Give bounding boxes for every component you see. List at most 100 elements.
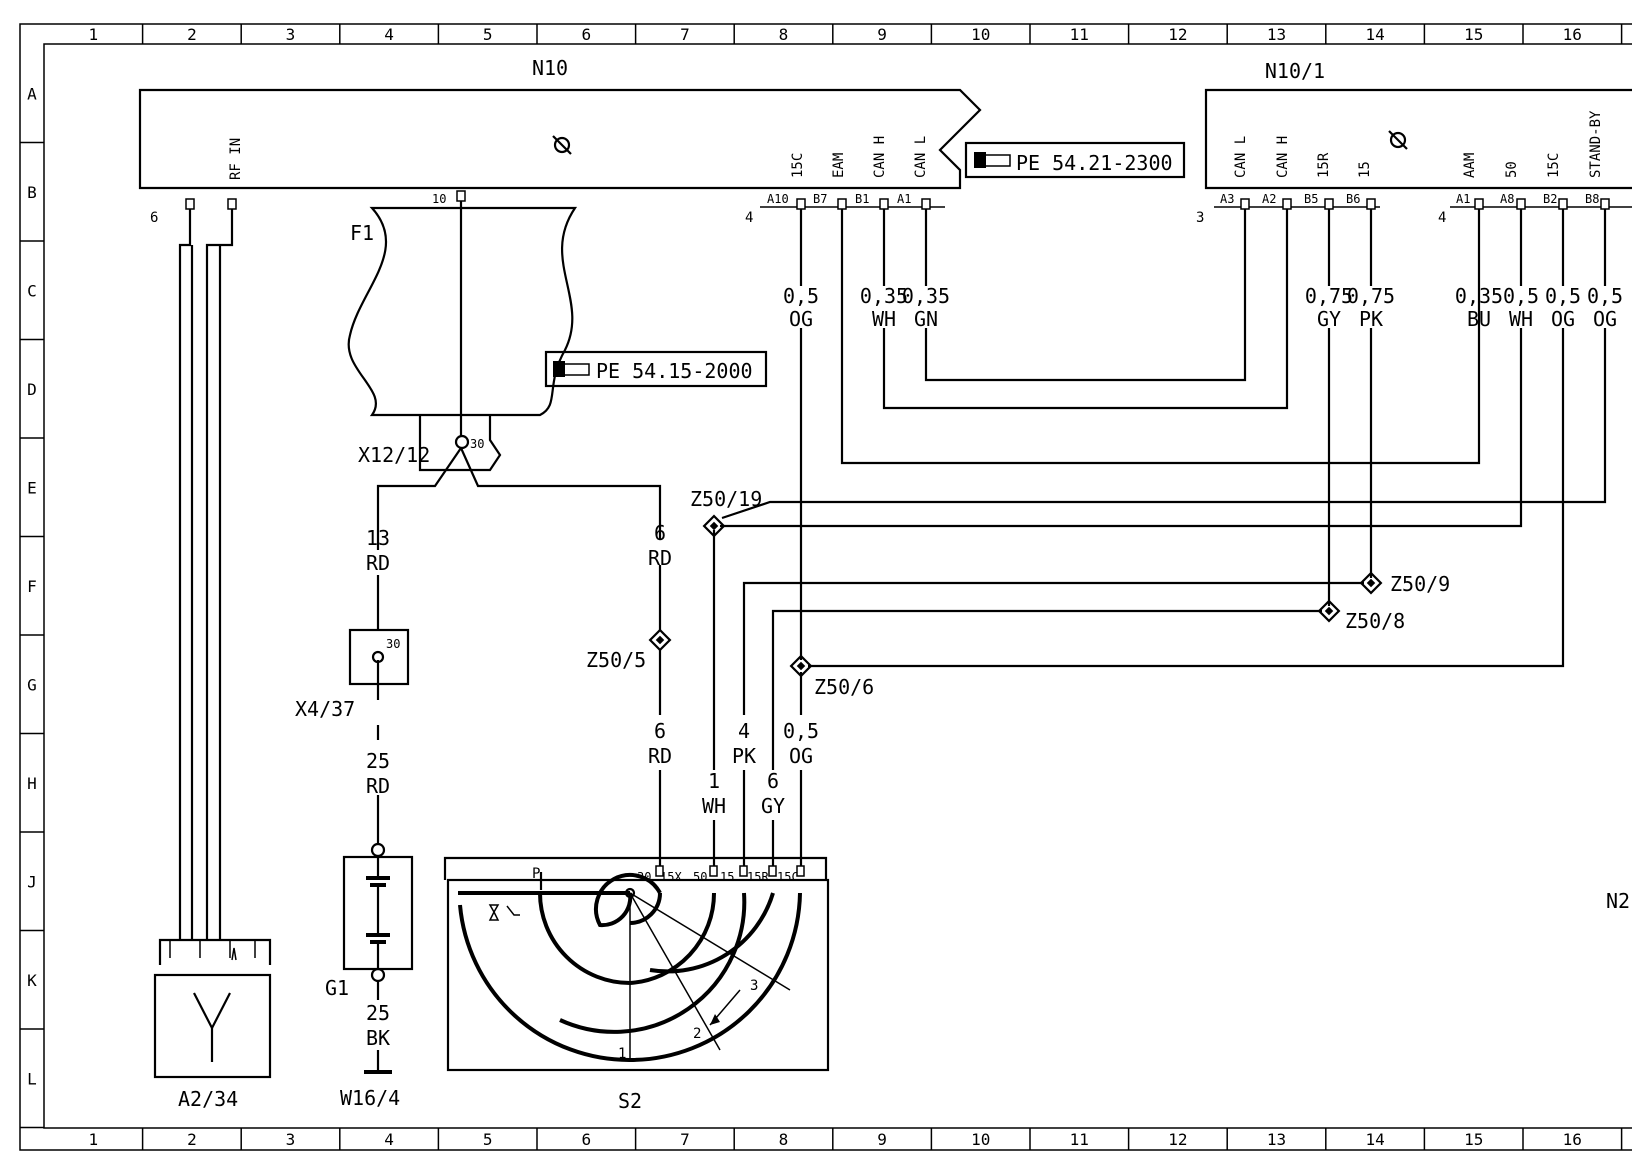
a2-34-label: A2/34 — [178, 1087, 238, 1111]
grid-col-label: 1 — [88, 1130, 98, 1149]
reference-pe-54-21: PE 54.21-2300 — [964, 141, 1186, 179]
svg-text:RD: RD — [648, 546, 672, 570]
svg-text:0,5: 0,5 — [1503, 284, 1539, 308]
svg-text:25: 25 — [366, 1001, 390, 1025]
n10-1-pin-15-label: 15 — [1357, 161, 1373, 178]
svg-text:OG: OG — [1593, 307, 1617, 331]
n10-1-pin-15c-label: 15C — [1546, 153, 1562, 178]
grid-row-label: A — [27, 84, 37, 103]
grid-col-label: 6 — [581, 25, 591, 44]
grid-col-label: 13 — [1267, 1130, 1286, 1149]
svg-text:2: 2 — [693, 1026, 701, 1042]
n10-pin-15c-label: 15C — [790, 153, 806, 178]
svg-text:0,5: 0,5 — [783, 284, 819, 308]
g1-battery: G1 — [325, 842, 414, 1000]
svg-text:PK: PK — [1359, 307, 1383, 331]
grid-col-label: 7 — [680, 1130, 690, 1149]
n10-pin-b7: B7 — [813, 192, 827, 206]
svg-text:WH: WH — [1509, 307, 1533, 331]
grid-col-label: 15 — [1464, 25, 1483, 44]
svg-text:0,35: 0,35 — [860, 284, 908, 308]
n10-pin-10: 10 — [432, 192, 446, 206]
n10-pin-a1: A1 — [897, 192, 911, 206]
grid-col-label: 13 — [1267, 25, 1286, 44]
svg-text:GY: GY — [761, 794, 785, 818]
x4-37-terminal-30: 30 — [386, 637, 400, 651]
n10-label: N10 — [532, 56, 568, 80]
w16-4-ground: W16/4 — [340, 1050, 400, 1110]
f1-fuse-box: F1 — [347, 206, 578, 417]
svg-text:6: 6 — [654, 719, 666, 743]
n10-pin-b1: B1 — [855, 192, 869, 206]
z50-5-label: Z50/5 — [586, 648, 646, 672]
n10-1-pin-canh-label: CAN H — [1275, 136, 1291, 178]
z50-6-label: Z50/6 — [814, 675, 874, 699]
grid-col-label: 4 — [384, 25, 394, 44]
n10-pin-canh-label: CAN H — [872, 136, 888, 178]
svg-text:BK: BK — [366, 1026, 390, 1050]
z50-9-label: Z50/9 — [1390, 572, 1450, 596]
svg-text:3: 3 — [750, 978, 758, 994]
svg-text:4: 4 — [738, 719, 750, 743]
n10-pin-rf-in-label: RF IN — [228, 138, 244, 180]
svg-text:0,5: 0,5 — [783, 719, 819, 743]
svg-text:0,35: 0,35 — [1455, 284, 1503, 308]
pin-stubs — [185, 190, 1610, 210]
n10-connector-4: 4 — [745, 210, 753, 226]
n10-1-pin-50-label: 50 — [1504, 161, 1520, 178]
svg-text:1: 1 — [708, 769, 720, 793]
grid-col-label: 10 — [971, 25, 990, 44]
grid-col-label: 8 — [779, 1130, 789, 1149]
grid-col-label: 1 — [88, 25, 98, 44]
grid-col-label: 9 — [877, 25, 887, 44]
splices: Z50/19 Z50/9 Z50/8 Z50/5 Z50/6 — [586, 487, 1450, 699]
svg-text:GY: GY — [1317, 307, 1341, 331]
svg-text:RD: RD — [366, 551, 390, 575]
s2-ignition-switch: P 30 15X 50 15 15R 15C 1 2 3 — [443, 856, 830, 1113]
grid-row-label: B — [27, 183, 37, 202]
ground-symbol-n10-1 — [1388, 130, 1408, 150]
s2-label: S2 — [618, 1089, 642, 1113]
grid-col-label: 14 — [1365, 1130, 1384, 1149]
n10-1-pin-b6: B6 — [1346, 192, 1360, 206]
svg-text:15X: 15X — [660, 870, 682, 884]
svg-text:RD: RD — [648, 744, 672, 768]
grid-col-label: 11 — [1070, 1130, 1089, 1149]
svg-text:0,5: 0,5 — [1587, 284, 1623, 308]
x4-37-label: X4/37 — [295, 697, 355, 721]
grid-col-label: 8 — [779, 25, 789, 44]
n10-1-pin-15r-label: 15R — [1316, 152, 1332, 178]
n10-pin-canl-label: CAN L — [913, 136, 929, 178]
svg-text:PK: PK — [732, 744, 756, 768]
svg-text:0,5: 0,5 — [1545, 284, 1581, 308]
n10-connector-6: 6 — [150, 210, 158, 226]
svg-text:BU: BU — [1467, 307, 1491, 331]
grid-row-label: C — [27, 281, 37, 300]
n10-1-pin-standby-label: STAND-BY — [1588, 110, 1604, 178]
grid-row-label: H — [27, 774, 37, 793]
n10-1-pin-b2: B2 — [1543, 192, 1557, 206]
grid-col-label: 3 — [286, 25, 296, 44]
n10-1-connector-3: 3 — [1196, 210, 1204, 226]
grid-col-label: 9 — [877, 1130, 887, 1149]
n10-1-pin-canl-label: CAN L — [1233, 136, 1249, 178]
wire-labels: 0,5 OG 0,35 WH 0,35 GN 0,75 GY 0,75 PK 0… — [366, 284, 1623, 1050]
n10-1-pin-a3: A3 — [1220, 192, 1234, 206]
grid-row-label: J — [27, 872, 37, 891]
svg-text:GN: GN — [914, 307, 938, 331]
svg-text:13: 13 — [366, 526, 390, 550]
svg-text:50: 50 — [693, 870, 707, 884]
x12-12-label: X12/12 — [358, 443, 430, 467]
svg-text:15C: 15C — [777, 870, 799, 884]
grid-col-label: 2 — [187, 1130, 197, 1149]
svg-text:15: 15 — [720, 870, 734, 884]
svg-text:15R: 15R — [747, 870, 769, 884]
svg-text:6: 6 — [654, 521, 666, 545]
n10-1-pin-a1: A1 — [1456, 192, 1470, 206]
grid-row-label: E — [27, 478, 37, 497]
n10-1-pin-a8: A8 — [1500, 192, 1514, 206]
grid-col-label: 12 — [1168, 25, 1187, 44]
